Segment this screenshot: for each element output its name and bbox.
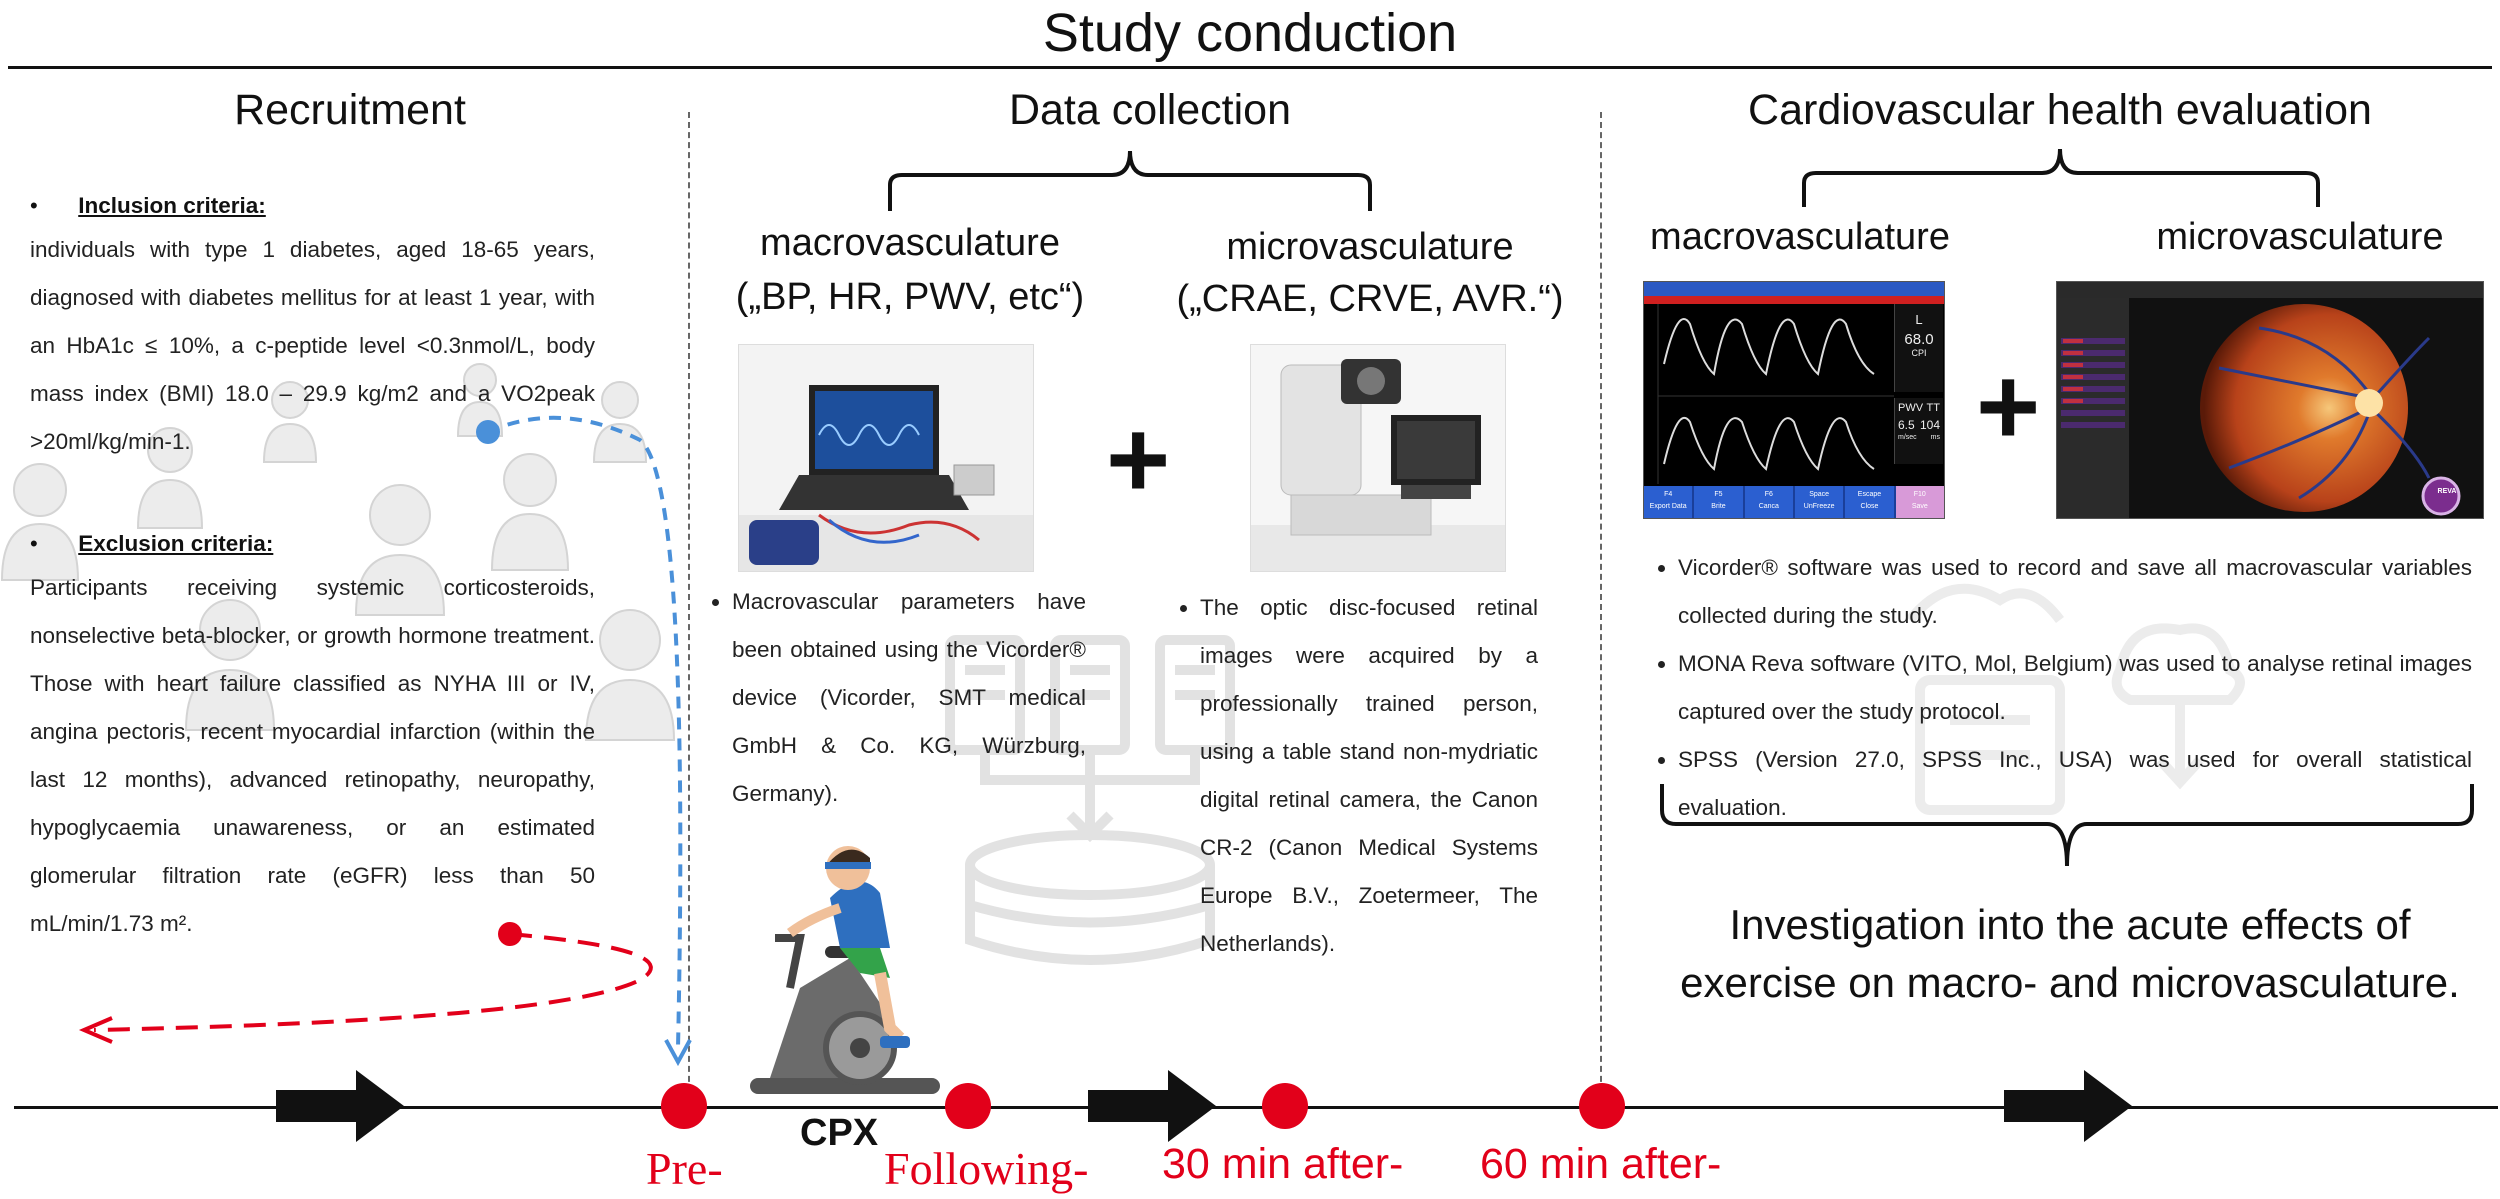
stage-label-following: Following- xyxy=(884,1143,1089,1194)
micro-params: („CRAE, CRVE, AVR.“) xyxy=(1176,278,1564,320)
data-collection-brace xyxy=(888,150,1372,211)
vicorder-device-photo xyxy=(738,344,1034,572)
title-underline xyxy=(8,66,2492,69)
data-collection-heading: Data collection xyxy=(1008,86,1292,134)
eval-plus-sign: + xyxy=(1976,345,2041,468)
conclusion-text: Investigation into the acute effects of … xyxy=(1680,901,2460,1006)
timeline-graphics xyxy=(276,1070,2132,1142)
evaluation-bottom-brace xyxy=(1660,784,2474,867)
vicorder-value-unit: CPI xyxy=(1911,348,1927,358)
inclusion-criteria-label: Inclusion criteria: xyxy=(78,193,266,218)
reva-logo: REVA xyxy=(2437,488,2457,495)
timeline-arrow-1 xyxy=(276,1070,404,1142)
included-marker-dot xyxy=(476,420,500,444)
tt-value: 104 xyxy=(1919,418,1940,432)
tt-unit: ms xyxy=(1930,434,1940,441)
pwv-unit: m/sec xyxy=(1898,434,1917,441)
inclusion-criteria-block: • Inclusion criteria: individuals with t… xyxy=(30,186,595,466)
micro-title: microvasculature xyxy=(1226,226,1514,268)
separator-right xyxy=(1600,112,1602,1102)
evaluation-brace xyxy=(1802,148,2320,207)
macro-params: („BP, HR, PWV, etc“) xyxy=(735,276,1085,318)
exclusion-criteria-label: Exclusion criteria: xyxy=(78,531,274,556)
vicorder-canca-button: F6 Canca xyxy=(1744,486,1793,518)
timepoint-60min xyxy=(1579,1083,1625,1129)
timepoint-pre xyxy=(661,1083,707,1129)
pwv-label: PWV xyxy=(1898,402,1924,414)
vicorder-software-bullet: Vicorder® software was used to record an… xyxy=(1678,544,2472,640)
vicorder-save-button: F10 Save xyxy=(1895,486,1944,518)
retinal-camera-photo xyxy=(1250,344,1506,572)
stage-label-60min: 60 min after- xyxy=(1480,1140,1722,1188)
exclusion-criteria-text: Participants receiving systemic corticos… xyxy=(30,575,595,936)
eval-macro-title: macrovasculature xyxy=(1650,216,1950,258)
bullet-icon: • xyxy=(30,193,38,218)
micro-description-text: The optic disc-focused retinal images we… xyxy=(1200,584,1538,968)
bullet-icon: • xyxy=(30,531,38,556)
vicorder-value-top: 68.0 xyxy=(1904,331,1934,348)
exclusion-criteria-block: • Exclusion criteria: Participants recei… xyxy=(30,524,595,948)
vicorder-unfreeze-button: Space UnFreeze xyxy=(1794,486,1844,518)
eval-micro-title: microvasculature xyxy=(2156,216,2444,258)
vicorder-software-screenshot: L 68.0 CPI PWV TT 6.5 104 m/sec ms F4 Ex… xyxy=(1643,281,1945,519)
database-document-icon xyxy=(945,635,1235,965)
evaluation-bullets: Vicorder® software was used to record an… xyxy=(1652,544,2472,832)
pwv-value: 6.5 xyxy=(1898,418,1915,432)
vicorder-close-button: Escape Close xyxy=(1845,486,1894,518)
vicorder-export-button: F4 Export Data xyxy=(1644,486,1693,518)
evaluation-heading: Cardiovascular health evaluation xyxy=(1748,86,2372,134)
recruitment-heading: Recruitment xyxy=(234,86,466,134)
included-flow-arrow xyxy=(487,415,683,1049)
inclusion-criteria-text: individuals with type 1 diabetes, aged 1… xyxy=(30,237,595,454)
people-crowd-icon xyxy=(0,363,676,741)
stage-label-30min: 30 min after- xyxy=(1162,1140,1404,1188)
timepoint-30min xyxy=(1262,1083,1308,1129)
timeline-axis xyxy=(14,1106,2498,1109)
analysis-icons-background xyxy=(1906,583,2245,815)
tt-label: TT xyxy=(1926,402,1940,414)
page-title: Study conduction xyxy=(1042,3,1458,63)
timeline-arrow-3 xyxy=(2004,1070,2132,1142)
spss-bullet: SPSS (Version 27.0, SPSS Inc., USA) was … xyxy=(1678,736,2472,832)
excluded-marker-dot xyxy=(498,922,522,946)
vicorder-value-letter: L xyxy=(1915,312,1923,327)
separator-left xyxy=(688,112,690,1102)
cpx-label: CPX xyxy=(800,1112,879,1154)
micro-description: The optic disc-focused retinal images we… xyxy=(1174,584,1538,968)
plus-sign: + xyxy=(1106,398,1171,521)
vicorder-brite-button: F5 Brite xyxy=(1694,486,1743,518)
cyclist-ergometer-icon xyxy=(750,846,940,1094)
reva-software-screenshot: REVA xyxy=(2056,281,2484,519)
timepoint-following xyxy=(945,1083,991,1129)
macro-description-text: Macrovascular parameters have been obtai… xyxy=(732,578,1086,818)
timeline-arrow-2 xyxy=(1088,1070,1216,1142)
excluded-flow-arrow xyxy=(93,932,653,1032)
stage-label-pre: Pre- xyxy=(646,1143,723,1194)
macro-title: macrovasculature xyxy=(760,222,1060,264)
macro-description: Macrovascular parameters have been obtai… xyxy=(706,578,1086,818)
vicorder-button-bar: F4 Export Data F5 Brite F6 Canca Space U… xyxy=(1644,486,1944,518)
mona-reva-bullet: MONA Reva software (VITO, Mol, Belgium) … xyxy=(1678,640,2472,736)
